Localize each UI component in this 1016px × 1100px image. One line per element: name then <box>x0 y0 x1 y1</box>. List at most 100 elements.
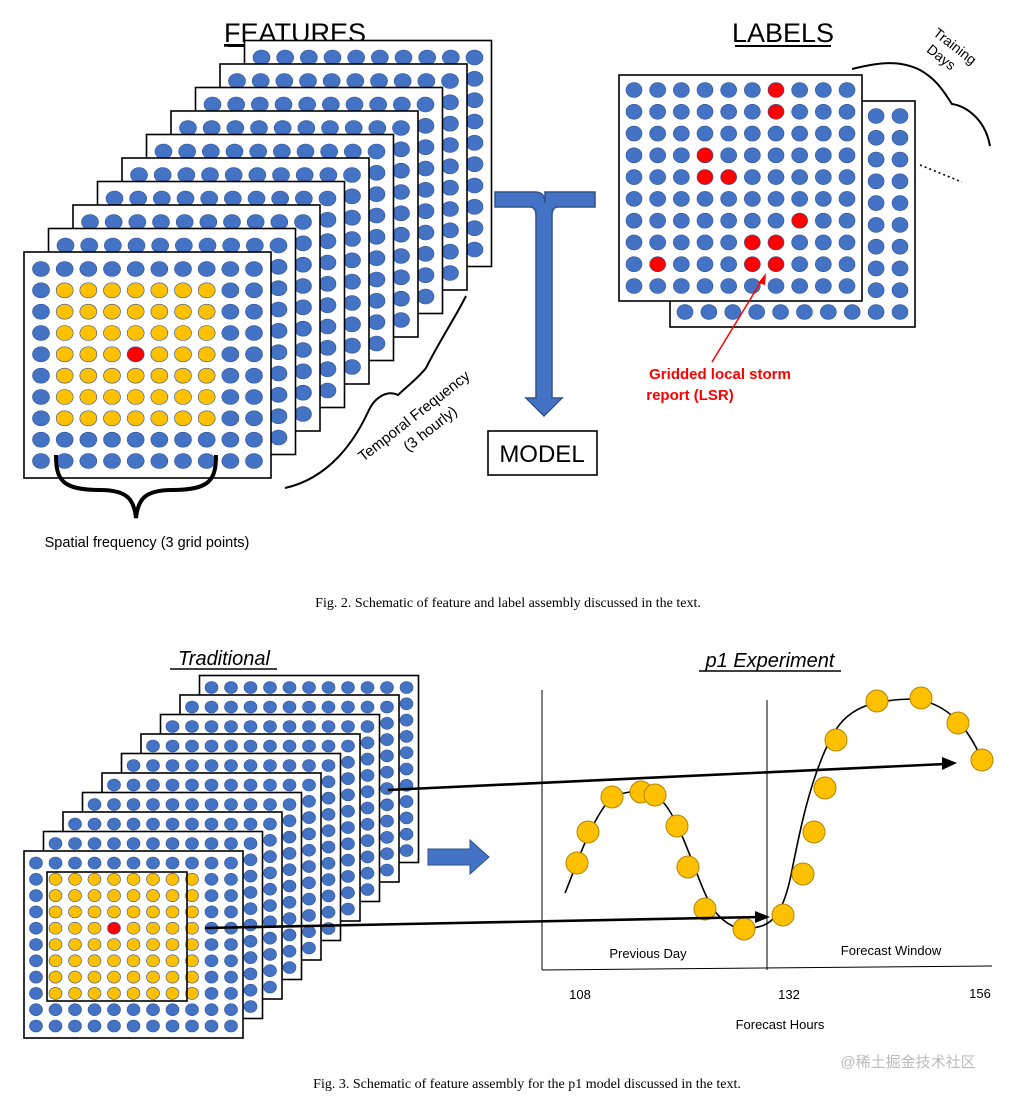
grid-point <box>744 82 761 98</box>
grid-point <box>243 918 258 932</box>
grid-point <box>146 1003 160 1017</box>
grid-point <box>129 190 147 207</box>
grid-point <box>48 1019 63 1033</box>
grid-point <box>243 869 258 883</box>
grid-point <box>345 96 364 113</box>
grid-point <box>245 453 263 469</box>
sample-point <box>576 820 600 844</box>
grid-point <box>891 173 909 190</box>
grid-point <box>165 759 180 772</box>
grid-point <box>55 261 74 277</box>
forecast-curve <box>564 698 983 930</box>
feature-point <box>146 921 160 935</box>
grid-point <box>87 837 102 850</box>
grid-point <box>150 453 169 469</box>
grid-point <box>126 453 145 469</box>
grid-point <box>263 850 277 863</box>
grid-point <box>245 389 263 405</box>
grid-point <box>243 934 258 948</box>
grid-point <box>321 889 336 903</box>
grid-point <box>224 778 238 792</box>
grid-point <box>48 856 63 870</box>
grid-point <box>392 205 410 222</box>
grid-point <box>224 190 242 207</box>
grid-point <box>150 431 169 448</box>
grid-point <box>649 169 666 185</box>
feature-point <box>87 905 102 919</box>
grid-point <box>282 863 297 877</box>
grid-point <box>838 212 856 229</box>
grid-point <box>185 1019 199 1033</box>
grid-point <box>185 817 199 831</box>
feature-point <box>126 367 145 384</box>
feature-point <box>165 872 180 886</box>
grid-point <box>302 860 316 873</box>
grid-point <box>369 96 387 113</box>
grid-point <box>87 856 102 870</box>
grid-point <box>696 125 714 142</box>
grid-point <box>625 169 643 185</box>
grid-point <box>838 169 856 185</box>
grid-point <box>321 681 336 694</box>
grid-point <box>392 248 410 264</box>
feature-point <box>197 346 216 363</box>
grid-point <box>416 246 435 262</box>
grid-point <box>295 190 313 207</box>
grid-point <box>245 261 263 277</box>
grid-point <box>243 837 258 850</box>
grid-point <box>224 837 238 850</box>
feature-point <box>68 954 82 968</box>
grid-point <box>153 167 172 183</box>
grid-point <box>80 237 98 254</box>
training-days-brace <box>851 62 991 147</box>
grid-point <box>79 431 98 448</box>
grid-point <box>696 234 714 251</box>
grid-point <box>103 431 121 448</box>
grid-point <box>341 886 355 900</box>
grid-point <box>767 191 785 207</box>
grid-point <box>185 837 199 850</box>
grid-point <box>68 837 82 850</box>
grid-point <box>154 143 173 160</box>
grid-point <box>224 817 238 831</box>
grid-point <box>126 431 145 448</box>
grid-point <box>221 367 240 384</box>
feature-point <box>103 282 121 299</box>
grid-point <box>204 987 219 1000</box>
grid-point <box>104 214 123 230</box>
grid-point <box>282 895 297 909</box>
grid-point <box>341 870 355 883</box>
mapping-arrow-upper-head <box>942 757 957 770</box>
feature-point <box>48 921 63 935</box>
grid-point <box>224 1019 238 1033</box>
grid-point <box>416 96 435 113</box>
grid-point <box>321 808 336 821</box>
grid-point <box>251 73 270 89</box>
grid-point <box>360 736 375 750</box>
grid-point <box>767 212 785 229</box>
grid-point <box>32 453 50 469</box>
target-point <box>767 256 785 273</box>
grid-point <box>245 431 263 448</box>
feature-point <box>79 389 98 405</box>
grid-point <box>272 167 290 183</box>
grid-point <box>392 312 410 328</box>
grid-point <box>367 335 386 352</box>
grid-point <box>346 73 365 89</box>
grid-point <box>263 739 277 753</box>
feature-point <box>150 303 169 320</box>
feature-point <box>68 921 82 935</box>
grid-point <box>103 261 121 277</box>
grid-point <box>224 856 238 870</box>
grid-point <box>891 195 909 211</box>
grid-point <box>222 237 240 254</box>
lsr-pointer-arrowhead <box>758 273 766 285</box>
grid-point <box>441 115 459 132</box>
grid-point <box>318 340 337 356</box>
grid-point <box>263 681 277 694</box>
sample-point <box>813 776 837 800</box>
grid-point <box>442 49 460 66</box>
grid-point <box>465 199 484 215</box>
target-point <box>744 234 761 251</box>
grid-point <box>224 905 238 919</box>
